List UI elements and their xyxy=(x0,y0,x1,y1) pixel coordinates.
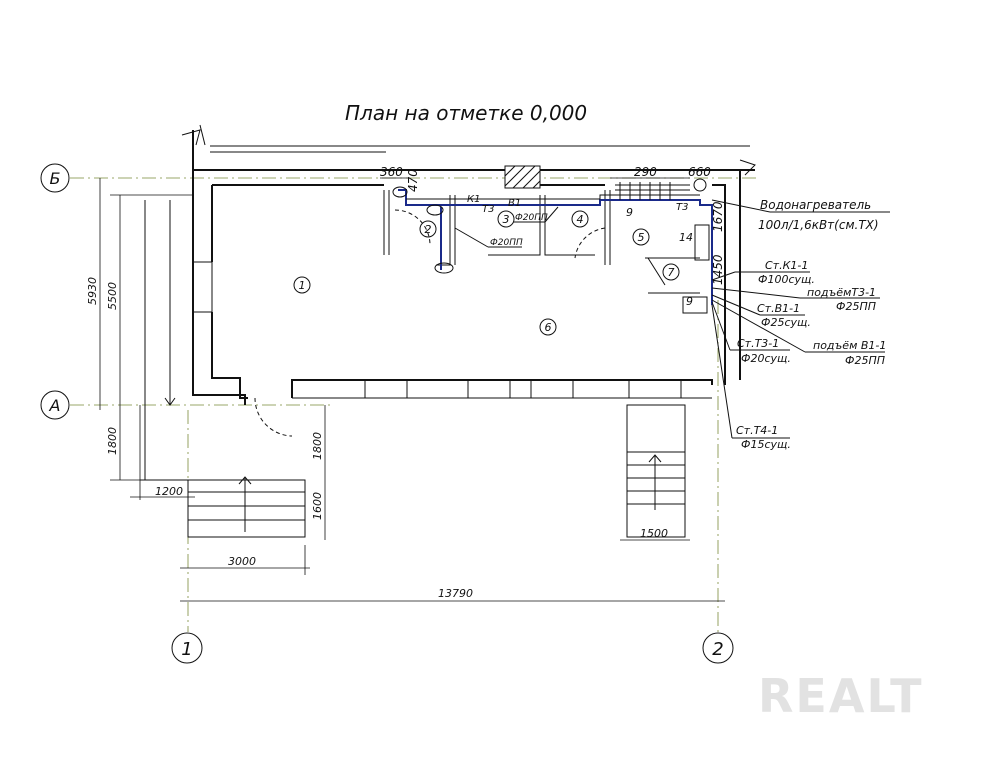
svg-text:5500: 5500 xyxy=(106,282,119,310)
room-2: 2 xyxy=(419,220,437,238)
watermark-logo: REALT xyxy=(758,669,924,723)
svg-text:Т3: Т3 xyxy=(482,204,494,215)
svg-text:Ф20ПП: Ф20ПП xyxy=(490,238,523,248)
callout-st-b1-1: Ст.В1-1 Ф25сущ. xyxy=(711,294,811,329)
svg-text:1450: 1450 xyxy=(711,254,725,285)
svg-text:9: 9 xyxy=(626,206,633,219)
axis-marker-1: 1 xyxy=(171,632,203,664)
svg-text:1: 1 xyxy=(299,279,306,292)
room-7: 7 xyxy=(662,263,680,281)
room-1: 1 xyxy=(293,276,311,294)
room-labels: 1 2 3 4 5 6 7 xyxy=(293,210,680,336)
svg-text:подъём В1-1: подъём В1-1 xyxy=(813,339,886,352)
svg-text:Ф20ПП: Ф20ПП xyxy=(515,213,548,223)
building-walls xyxy=(181,124,756,437)
svg-text:1670: 1670 xyxy=(711,201,725,232)
svg-text:1800: 1800 xyxy=(106,427,119,455)
callout-st-k1-1: Ст.К1-1 Ф100сущ. xyxy=(711,259,815,286)
room-4: 4 xyxy=(571,210,589,228)
svg-text:1800: 1800 xyxy=(311,432,324,460)
svg-text:Ф100сущ.: Ф100сущ. xyxy=(758,273,815,286)
svg-text:Т3: Т3 xyxy=(676,202,688,213)
callout-podem-t3-1: подъёмТ3-1 Ф25ПП xyxy=(711,286,880,313)
svg-text:660: 660 xyxy=(688,165,711,179)
svg-text:2: 2 xyxy=(712,639,723,660)
callout-st-t3-1: Ст.Т3-1 Ф20сущ. xyxy=(711,301,791,365)
svg-text:3: 3 xyxy=(503,213,510,226)
callout-st-t4-1: Ст.Т4-1 Ф15сущ. xyxy=(711,304,791,451)
callout-water-heater: Водонагреватель 100л/1,6кВт(см.ТХ) xyxy=(711,198,890,232)
svg-text:Ф20сущ.: Ф20сущ. xyxy=(741,352,791,365)
svg-text:Ст.Т3-1: Ст.Т3-1 xyxy=(737,337,779,350)
svg-text:1600: 1600 xyxy=(311,492,324,520)
dimensions: 5930 5500 1800 1200 3000 13790 1800 1600… xyxy=(86,165,726,602)
svg-text:360: 360 xyxy=(380,165,403,179)
svg-text:1: 1 xyxy=(181,639,192,660)
svg-text:9: 9 xyxy=(686,295,693,308)
svg-text:А: А xyxy=(49,396,61,415)
svg-text:100л/1,6кВт(см.ТХ): 100л/1,6кВт(см.ТХ) xyxy=(758,218,879,232)
svg-text:1500: 1500 xyxy=(640,527,668,540)
svg-text:Ст.Т4-1: Ст.Т4-1 xyxy=(736,424,778,437)
svg-text:Ф25сущ.: Ф25сущ. xyxy=(761,316,811,329)
axis-marker-a: А xyxy=(40,390,70,420)
pipes xyxy=(392,178,713,305)
svg-text:Б: Б xyxy=(50,169,61,188)
svg-text:5930: 5930 xyxy=(86,277,99,305)
room-3: 3 xyxy=(497,210,515,228)
room-5: 5 xyxy=(632,228,650,246)
svg-text:6: 6 xyxy=(545,321,552,334)
svg-text:290: 290 xyxy=(634,165,657,179)
callout-podem-b1-1: подъём В1-1 Ф25ПП xyxy=(711,299,886,367)
svg-text:подъёмТ3-1: подъёмТ3-1 xyxy=(807,286,876,299)
plan-title: План на отметке 0,000 xyxy=(345,101,587,125)
svg-text:Ф25ПП: Ф25ПП xyxy=(845,354,885,367)
pipe-labels: К1 В1 Т3 Т3 Ф20ПП Ф20ПП 9 9 14 xyxy=(454,194,693,308)
svg-text:3000: 3000 xyxy=(228,555,256,568)
svg-text:14: 14 xyxy=(679,231,693,244)
svg-text:7: 7 xyxy=(668,266,675,279)
svg-text:5: 5 xyxy=(638,231,645,244)
stairs-right xyxy=(626,404,686,538)
svg-text:Ст.К1-1: Ст.К1-1 xyxy=(765,259,808,272)
svg-text:К1: К1 xyxy=(467,194,480,205)
svg-text:Водонагреватель: Водонагреватель xyxy=(760,198,871,212)
partitions xyxy=(383,190,710,314)
axis-marker-2: 2 xyxy=(702,632,734,664)
svg-text:Ф15сущ.: Ф15сущ. xyxy=(741,438,791,451)
svg-text:В1: В1 xyxy=(508,198,521,209)
room-6: 6 xyxy=(539,318,557,336)
svg-text:Ф25ПП: Ф25ПП xyxy=(836,300,876,313)
stairs-left xyxy=(140,200,306,538)
axis-lines xyxy=(70,177,760,632)
svg-text:Ст.В1-1: Ст.В1-1 xyxy=(757,302,800,315)
svg-text:1200: 1200 xyxy=(155,485,183,498)
svg-text:470: 470 xyxy=(406,169,420,192)
axis-marker-b: Б xyxy=(40,163,70,193)
svg-text:2: 2 xyxy=(425,223,432,236)
svg-text:4: 4 xyxy=(577,213,584,226)
svg-text:13790: 13790 xyxy=(438,587,473,600)
